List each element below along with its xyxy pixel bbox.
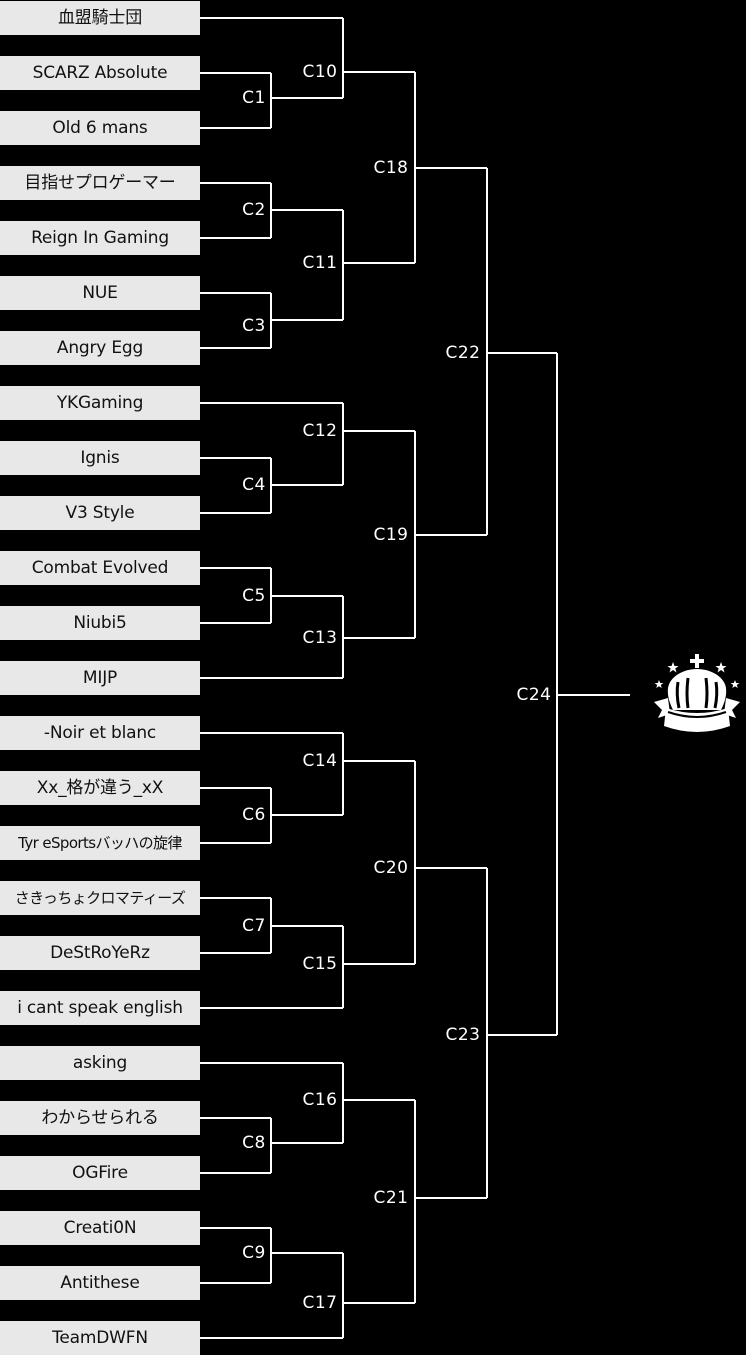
team-slot[interactable]: SCARZ Absolute — [0, 56, 200, 90]
match-label-c16: C16 — [300, 1090, 340, 1110]
team-slot[interactable]: i cant speak english — [0, 991, 200, 1025]
match-label-c9: C9 — [240, 1243, 268, 1263]
match-label-c5: C5 — [240, 586, 268, 606]
match-label-c13: C13 — [300, 628, 340, 648]
team-slot[interactable]: TeamDWFN — [0, 1321, 200, 1355]
match-label-c10: C10 — [300, 62, 340, 82]
team-slot[interactable]: Xx_格が違う_xX — [0, 771, 200, 805]
match-label-c1: C1 — [240, 88, 268, 108]
match-label-c3: C3 — [240, 316, 268, 336]
match-label-c17: C17 — [300, 1293, 340, 1313]
match-label-c12: C12 — [300, 421, 340, 441]
match-label-c4: C4 — [240, 475, 268, 495]
match-label-c15: C15 — [300, 954, 340, 974]
match-label-c11: C11 — [300, 253, 340, 273]
match-label-c14: C14 — [300, 751, 340, 771]
team-slot[interactable]: 血盟騎士団 — [0, 1, 200, 35]
team-slot[interactable]: Combat Evolved — [0, 551, 200, 585]
match-label-c7: C7 — [240, 916, 268, 936]
team-slot[interactable]: Angry Egg — [0, 331, 200, 365]
team-slot[interactable]: asking — [0, 1046, 200, 1080]
match-label-c2: C2 — [240, 200, 268, 220]
match-label-c8: C8 — [240, 1133, 268, 1153]
match-label-c6: C6 — [240, 805, 268, 825]
match-label-c22: C22 — [443, 343, 483, 363]
team-slot[interactable]: Old 6 mans — [0, 111, 200, 145]
team-slot[interactable]: -Noir et blanc — [0, 716, 200, 750]
team-slot[interactable]: YKGaming — [0, 386, 200, 420]
match-label-c24: C24 — [514, 685, 554, 705]
team-slot[interactable]: DeStRoYeRz — [0, 936, 200, 970]
team-slot[interactable]: Reign In Gaming — [0, 221, 200, 255]
match-label-c21: C21 — [371, 1188, 411, 1208]
team-slot[interactable]: わからせられる — [0, 1101, 200, 1135]
match-label-c18: C18 — [371, 158, 411, 178]
crown-trophy-icon — [654, 654, 740, 732]
team-slot[interactable]: Ignis — [0, 441, 200, 475]
team-slot[interactable]: さきっちょクロマティーズ — [0, 881, 200, 915]
team-slot[interactable]: Creati0N — [0, 1211, 200, 1245]
team-slot[interactable]: Niubi5 — [0, 606, 200, 640]
team-slot[interactable]: V3 Style — [0, 496, 200, 530]
match-label-c20: C20 — [371, 858, 411, 878]
team-slot[interactable]: NUE — [0, 276, 200, 310]
team-slot[interactable]: OGFire — [0, 1156, 200, 1190]
team-slot[interactable]: 目指せプロゲーマー — [0, 166, 200, 200]
match-label-c19: C19 — [371, 525, 411, 545]
team-slot[interactable]: Tyr eSportsバッハの旋律 — [0, 826, 200, 860]
team-slot[interactable]: MIJP — [0, 661, 200, 695]
team-slot[interactable]: Antithese — [0, 1266, 200, 1300]
match-label-c23: C23 — [443, 1025, 483, 1045]
